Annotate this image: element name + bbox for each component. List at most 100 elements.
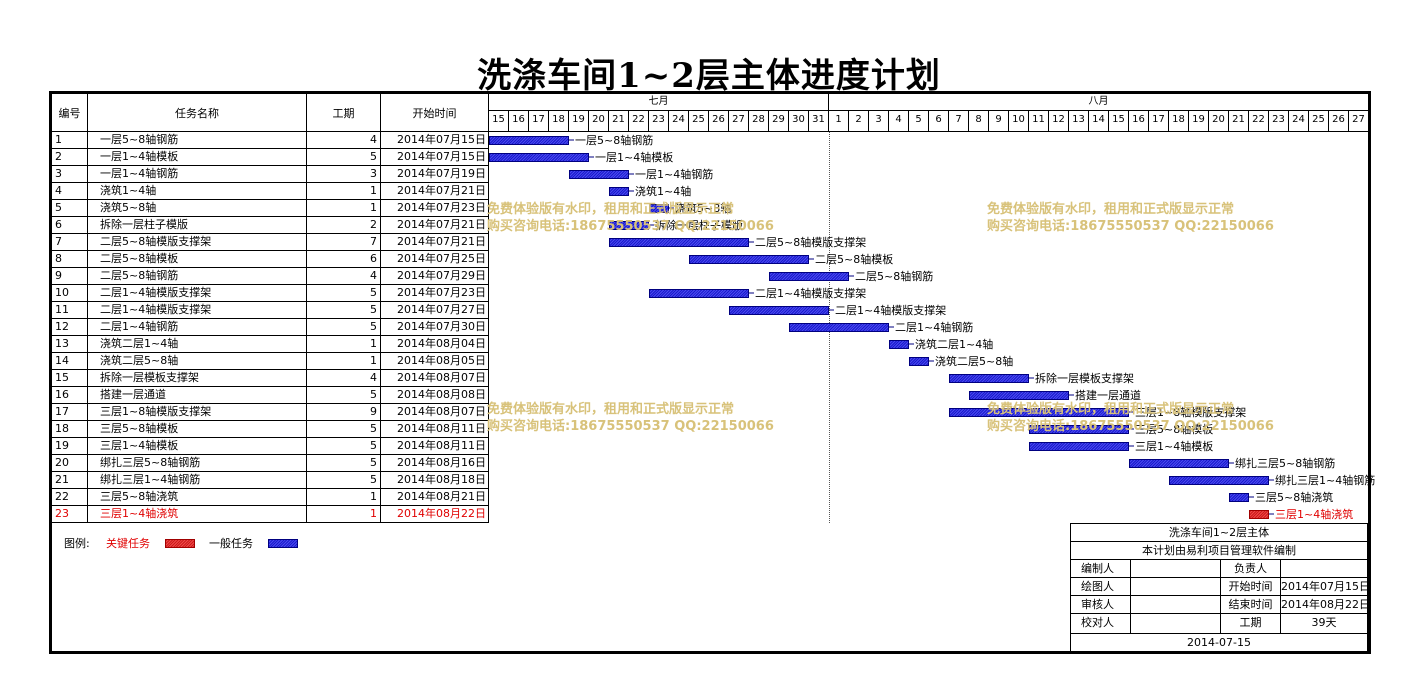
task-bar[interactable]	[949, 408, 1129, 417]
timescale-day: 26	[1329, 111, 1349, 132]
task-start: 2014年07月21日	[381, 183, 489, 200]
task-name: 二层5~8轴模板	[88, 251, 307, 268]
task-duration: 5	[307, 455, 381, 472]
timescale-day: 20	[1209, 111, 1229, 132]
timescale-day: 15	[1109, 111, 1129, 132]
task-bar[interactable]	[769, 272, 849, 281]
legend-label: 图例:	[64, 537, 90, 550]
timescale-day: 12	[1049, 111, 1069, 132]
task-start: 2014年07月15日	[381, 149, 489, 166]
info-date: 2014-07-15	[1071, 634, 1368, 651]
task-bar-label: 三层1~8轴模版支撑架	[1135, 406, 1247, 419]
task-duration: 5	[307, 387, 381, 404]
task-bar-label: 浇筑1~4轴	[635, 185, 692, 198]
task-bar[interactable]	[1249, 510, 1269, 519]
task-bar[interactable]	[889, 340, 909, 349]
drawer-label: 绘图人	[1071, 578, 1131, 596]
task-name: 三层5~8轴浇筑	[88, 489, 307, 506]
task-bar[interactable]	[1029, 442, 1129, 451]
task-id: 4	[52, 183, 88, 200]
task-bar[interactable]	[689, 255, 809, 264]
task-bar[interactable]	[729, 306, 829, 315]
watermark-line1: 免费体验版有水印，租用和正式版显示正常	[487, 202, 735, 217]
task-name: 搭建一层通道	[88, 387, 307, 404]
task-name: 浇筑二层5~8轴	[88, 353, 307, 370]
column-header-start[interactable]: 开始时间	[381, 94, 489, 132]
timescale-day: 13	[1069, 111, 1089, 132]
task-bar-label: 一层5~8轴钢筋	[575, 134, 654, 147]
task-bar-label: 浇筑5~8轴	[675, 202, 732, 215]
column-header-name[interactable]: 任务名称	[88, 94, 307, 132]
timescale-day: 18	[549, 111, 569, 132]
task-bar-label: 拆除一层柱子模版	[655, 219, 743, 232]
column-header-id[interactable]: 编号	[52, 94, 88, 132]
task-bar[interactable]	[489, 153, 589, 162]
task-bar[interactable]	[569, 170, 629, 179]
task-bar[interactable]	[609, 221, 649, 230]
task-duration: 5	[307, 438, 381, 455]
task-id: 7	[52, 234, 88, 251]
task-start: 2014年08月08日	[381, 387, 489, 404]
watermark-line1: 免费体验版有水印，租用和正式版显示正常	[987, 402, 1235, 417]
task-bar[interactable]	[649, 204, 669, 213]
timescale-day: 30	[789, 111, 809, 132]
task-duration: 3	[307, 166, 381, 183]
task-bar[interactable]	[969, 391, 1069, 400]
task-bar[interactable]	[609, 238, 749, 247]
end-value: 2014年08月22日	[1281, 596, 1368, 614]
watermark-line2: 购买咨询电话:18675550537 QQ:22150066	[487, 419, 774, 434]
task-bar-label: 二层1~4轴模版支撑架	[835, 304, 947, 317]
timescale-day: 26	[709, 111, 729, 132]
timescale-day: 28	[749, 111, 769, 132]
legend-normal-swatch	[268, 539, 298, 548]
column-header-duration[interactable]: 工期	[307, 94, 381, 132]
task-bar[interactable]	[789, 323, 889, 332]
timescale-day: 17	[1149, 111, 1169, 132]
task-start: 2014年08月21日	[381, 489, 489, 506]
task-bar[interactable]	[1169, 476, 1269, 485]
task-id: 23	[52, 506, 88, 523]
task-duration: 9	[307, 404, 381, 421]
task-name: 浇筑5~8轴	[88, 200, 307, 217]
task-bar[interactable]	[1129, 459, 1229, 468]
checker-label: 校对人	[1071, 614, 1131, 634]
task-bar[interactable]	[609, 187, 629, 196]
task-bar-label: 绑扎三层5~8轴钢筋	[1235, 457, 1336, 470]
task-bar[interactable]	[909, 357, 929, 366]
task-bar[interactable]	[1229, 493, 1249, 502]
task-bar[interactable]	[949, 374, 1029, 383]
timescale-day: 16	[1129, 111, 1149, 132]
task-name: 二层1~4轴模版支撑架	[88, 285, 307, 302]
task-bar[interactable]	[1029, 425, 1129, 434]
task-bar[interactable]	[489, 136, 569, 145]
task-name: 拆除一层模板支撑架	[88, 370, 307, 387]
info-title: 洗涤车间1~2层主体	[1071, 524, 1368, 542]
timescale-day: 18	[1169, 111, 1189, 132]
task-bar[interactable]	[649, 289, 749, 298]
timescale-day: 11	[1029, 111, 1049, 132]
